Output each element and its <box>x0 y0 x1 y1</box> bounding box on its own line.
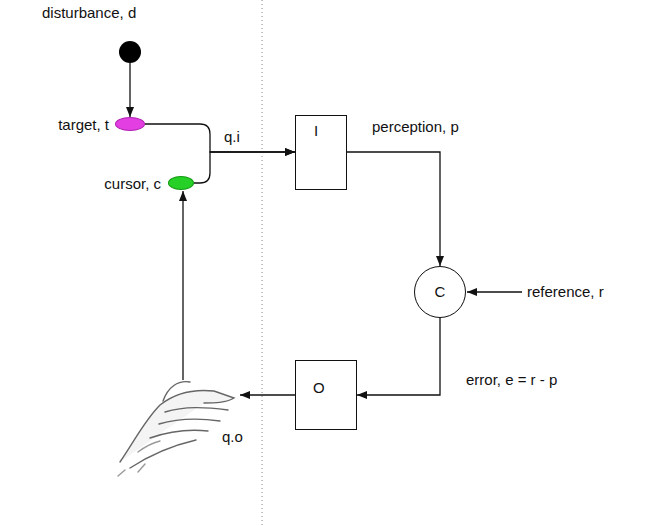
disturbance-dot: disturbance, d <box>119 41 141 63</box>
signal-label: q.o <box>222 428 243 446</box>
node-label: disturbance, d <box>42 4 136 22</box>
signal-label: q.i <box>224 128 240 146</box>
hand-illustration <box>118 382 234 476</box>
signal-label: error, e = r - p <box>466 371 557 389</box>
signal-connector <box>145 124 295 152</box>
node-label: target, t <box>58 116 109 134</box>
input-function-box: I <box>295 115 347 190</box>
comparator-circle: C <box>414 266 466 318</box>
boundary-line <box>262 0 263 526</box>
cursor-ellipse: cursor, c <box>168 176 194 190</box>
node-label: O <box>296 361 356 397</box>
output-function-box: O <box>295 360 357 430</box>
node-label: C <box>415 267 465 301</box>
signal-connector <box>347 152 440 266</box>
node-label: I <box>296 116 346 140</box>
reference-arrow <box>467 291 522 292</box>
signal-connector <box>194 152 295 183</box>
signal-label: perception, p <box>372 118 459 136</box>
signal-label: reference, r <box>527 283 604 301</box>
signal-connector <box>357 318 440 395</box>
hand-to-cursor-arrow <box>182 191 183 380</box>
signal-connector <box>129 63 130 117</box>
target-ellipse: target, t <box>115 117 145 131</box>
output-arrow <box>240 394 295 395</box>
node-label: cursor, c <box>104 175 161 193</box>
